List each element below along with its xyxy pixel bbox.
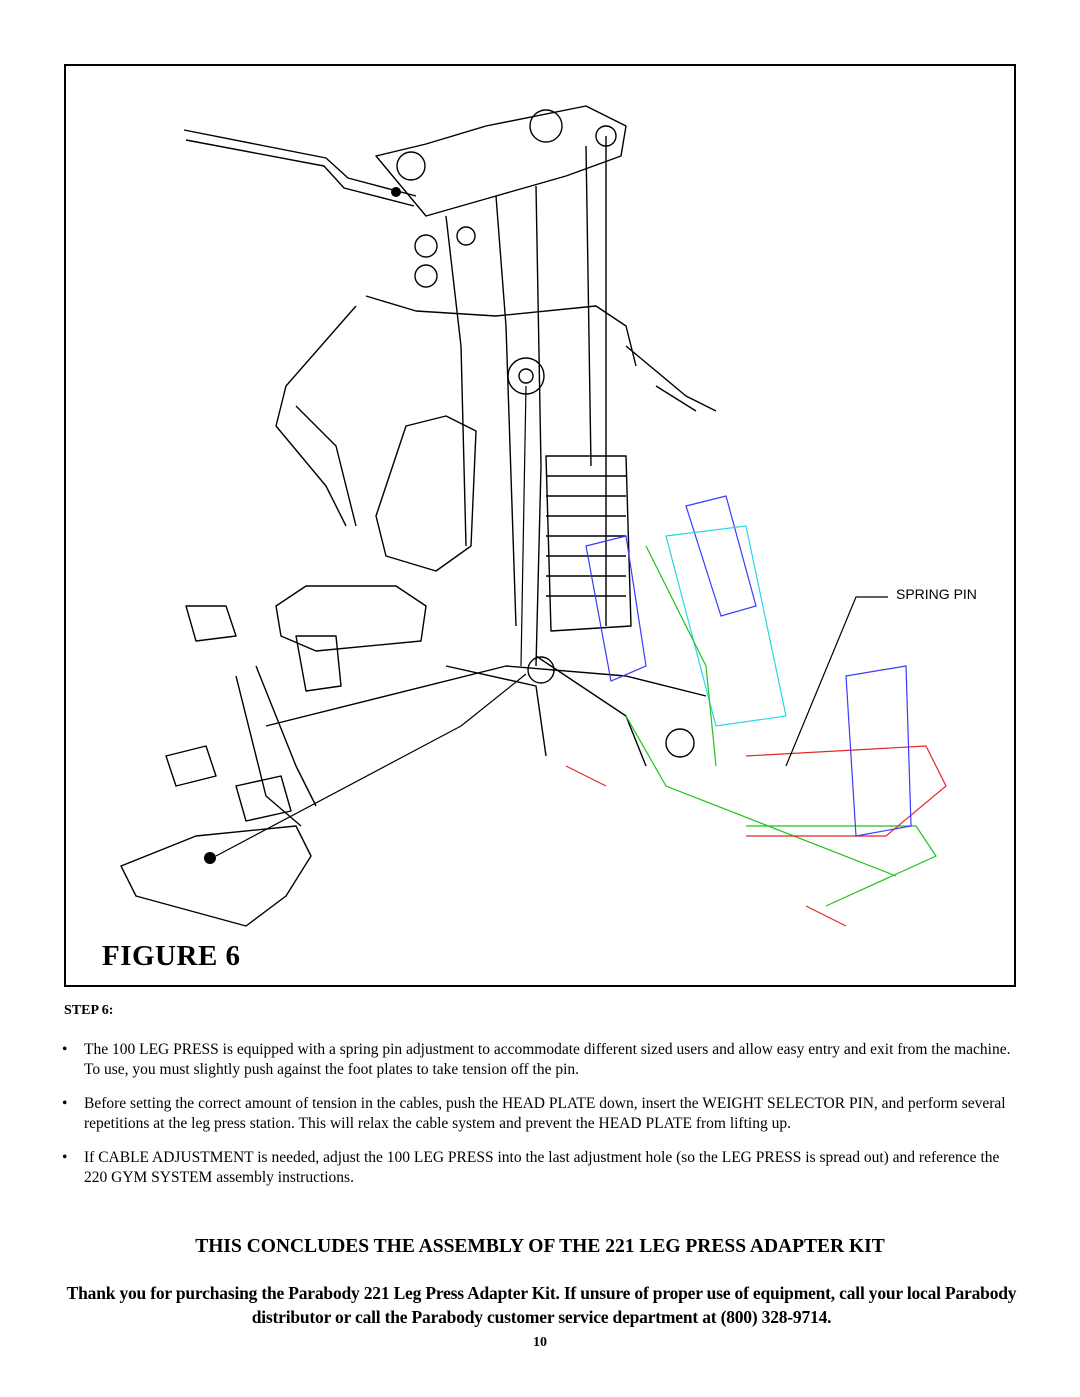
thank-you-note: Thank you for purchasing the Parabody 22…: [66, 1283, 1017, 1327]
instruction-text: The 100 LEG PRESS is equipped with a spr…: [84, 1041, 1011, 1078]
bullet-icon: •: [62, 1149, 68, 1166]
bullet-icon: •: [62, 1095, 68, 1112]
instruction-item: • The 100 LEG PRESS is equipped with a s…: [62, 1040, 1022, 1080]
instruction-text: If CABLE ADJUSTMENT is needed, adjust th…: [84, 1149, 1000, 1186]
instruction-item: • If CABLE ADJUSTMENT is needed, adjust …: [62, 1148, 1022, 1188]
figure-6-box: SPRING PIN FIGURE 6: [64, 64, 1016, 987]
instruction-text: Before setting the correct amount of ten…: [84, 1095, 1006, 1132]
instruction-item: • Before setting the correct amount of t…: [62, 1094, 1022, 1134]
spring-pin-label: SPRING PIN: [896, 586, 977, 602]
gym-machine-illustration: [120, 105, 947, 927]
page-number: 10: [533, 1335, 547, 1350]
conclusion-heading: THIS CONCLUDES THE ASSEMBLY OF THE 221 L…: [195, 1236, 885, 1257]
step-heading: STEP 6:: [64, 1003, 114, 1018]
figure-caption: FIGURE 6: [102, 940, 241, 972]
step-instructions: • The 100 LEG PRESS is equipped with a s…: [62, 1040, 1022, 1202]
bullet-icon: •: [62, 1041, 68, 1058]
